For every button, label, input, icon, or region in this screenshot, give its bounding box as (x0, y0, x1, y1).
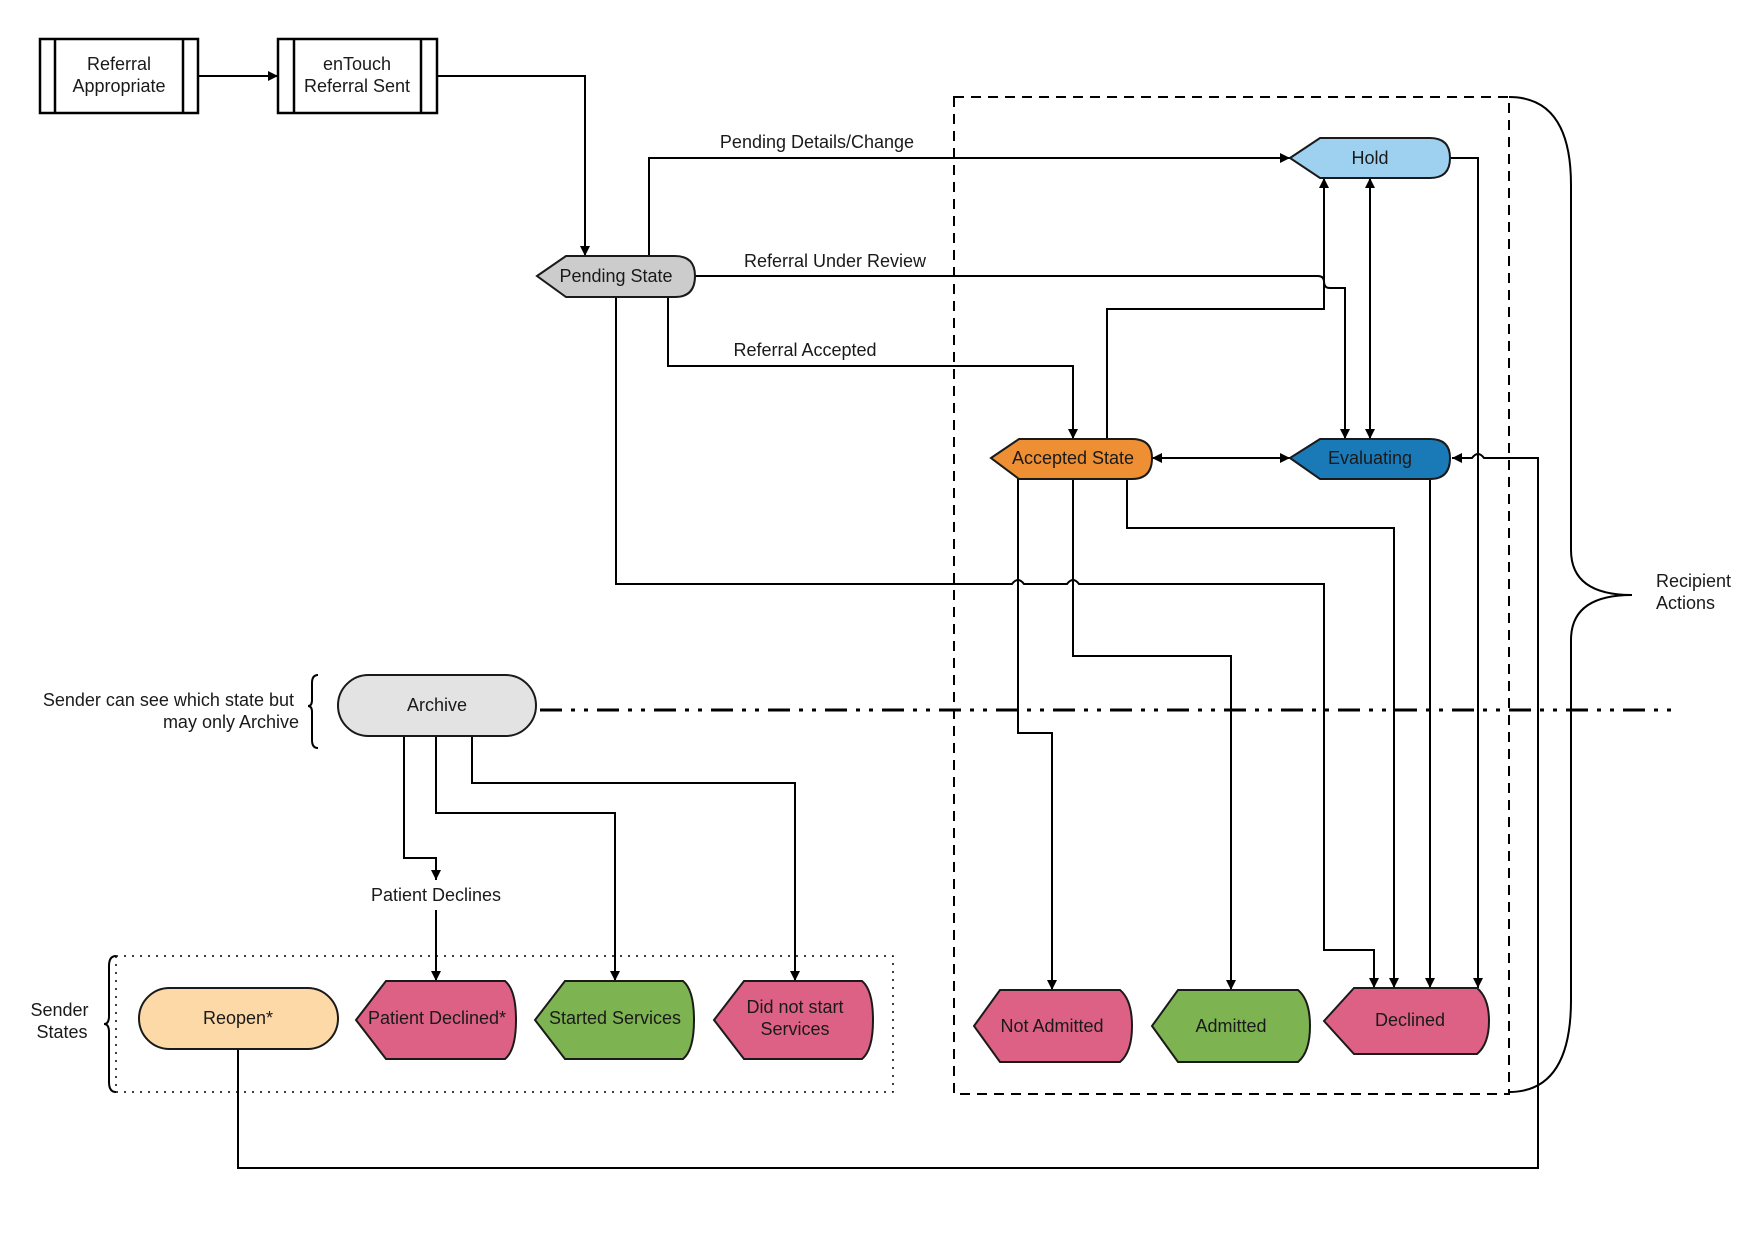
node-pending-state[interactable]: Pending State (535, 255, 697, 298)
sender-states-label: Sender States (30, 1000, 93, 1042)
svg-text:Reopen*: Reopen* (203, 1008, 273, 1028)
svg-text:Accepted State: Accepted State (1012, 448, 1134, 468)
sender-archive-note: Sender can see which state but may only … (43, 690, 299, 732)
node-declined[interactable]: Declined (1322, 987, 1491, 1055)
svg-text:Archive: Archive (407, 695, 467, 715)
node-archive[interactable]: Archive (337, 674, 537, 737)
edge-reopen-to-evaluating (237, 453, 1539, 1169)
edge-sent-to-pending (437, 75, 590, 256)
edge-pending-to-accepted (667, 297, 1078, 439)
edge-accepted-to-not-admitted (1017, 479, 1057, 990)
label-patient-declines: Patient Declines (371, 885, 501, 905)
sender-states-brace (103, 955, 117, 1093)
label-under-review: Referral Under Review (744, 251, 927, 271)
edge-accepted-to-hold (1106, 178, 1329, 439)
svg-text:Pending State: Pending State (559, 266, 672, 286)
svg-text:Declined: Declined (1375, 1010, 1445, 1030)
edge-archive-to-patient-declined (403, 736, 441, 880)
svg-text:Hold: Hold (1351, 148, 1388, 168)
svg-text:Started Services: Started Services (549, 1008, 681, 1028)
recipient-region (953, 96, 1510, 1095)
edge-accepted-to-admitted (1072, 479, 1236, 990)
recipient-actions-label: Recipient Actions (1656, 571, 1736, 613)
edge-accepted-to-declined (1126, 479, 1399, 988)
edge-archive-to-started (435, 736, 620, 981)
edge-archive-to-did-not-start (471, 736, 800, 981)
svg-text:Admitted: Admitted (1195, 1016, 1266, 1036)
label-referral-accepted: Referral Accepted (733, 340, 876, 360)
edges (198, 71, 1539, 1169)
node-started-services[interactable]: Started Services (533, 980, 696, 1060)
edge-pending-to-hold (648, 153, 1290, 256)
node-accepted-state[interactable]: Accepted State (989, 438, 1154, 480)
sender-archive-brace (307, 674, 319, 749)
node-admitted[interactable]: Admitted (1150, 989, 1312, 1063)
svg-text:Not Admitted: Not Admitted (1000, 1016, 1103, 1036)
svg-text:Patient Declined*: Patient Declined* (368, 1008, 506, 1028)
node-not-admitted[interactable]: Not Admitted (972, 989, 1134, 1063)
node-evaluating[interactable]: Evaluating (1288, 438, 1452, 480)
node-patient-declined[interactable]: Patient Declined* (354, 980, 518, 1060)
label-pending-details: Pending Details/Change (720, 132, 914, 152)
edge-hold-to-declined (1450, 157, 1483, 988)
node-hold[interactable]: Hold (1288, 137, 1452, 179)
svg-text:Evaluating: Evaluating (1328, 448, 1412, 468)
node-reopen[interactable]: Reopen* (138, 987, 339, 1050)
recipient-brace (1508, 96, 1633, 1093)
edge-pending-to-declined (615, 297, 1379, 988)
